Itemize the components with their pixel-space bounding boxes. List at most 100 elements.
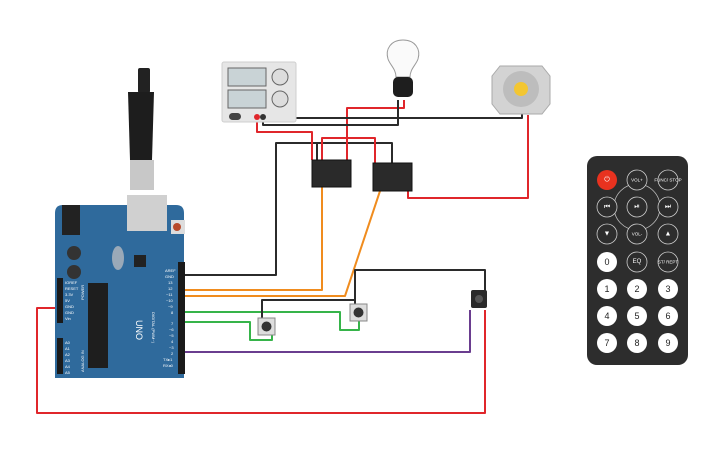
remote-button-up[interactable]: ▲ xyxy=(657,223,679,245)
remote-button-play-pause[interactable]: ⏯ xyxy=(626,196,648,218)
pin-label: Vin xyxy=(65,316,71,321)
pin-label: GND xyxy=(65,310,74,315)
remote-button-down[interactable]: ▼ xyxy=(596,223,618,245)
wire-5v-red[interactable] xyxy=(36,307,486,414)
power-switch[interactable] xyxy=(229,113,241,120)
arduino-uno[interactable]: UNO DIGITAL (PWM~) POWER ANALOG IN AREF … xyxy=(55,195,185,378)
wire-pin7-green[interactable] xyxy=(185,321,273,341)
remote-button-9[interactable]: 9 xyxy=(658,333,678,353)
pin-label: AREF xyxy=(165,268,176,273)
remote-button-5[interactable]: 5 xyxy=(627,306,647,326)
pin-label: ~10 xyxy=(166,298,174,303)
pin-label: 13 xyxy=(168,280,173,285)
relay-2[interactable] xyxy=(372,162,413,192)
pin-label: ~3 xyxy=(169,345,174,350)
wire-pin12-orange[interactable] xyxy=(185,187,323,291)
remote-button-0[interactable]: 0 xyxy=(597,252,617,272)
down-icon: ▼ xyxy=(604,231,611,238)
wire-gnd-black[interactable] xyxy=(185,142,318,276)
power-icon: ⏻ xyxy=(604,176,610,184)
wire-motor-black[interactable] xyxy=(268,112,523,119)
remote-button-label: 7 xyxy=(604,338,609,348)
remote-button-vol-[interactable]: VOL+ xyxy=(626,169,648,191)
light-bulb[interactable] xyxy=(386,39,420,97)
pin-label: GND xyxy=(65,304,74,309)
pushbutton-1[interactable] xyxy=(257,317,276,336)
ir-receiver[interactable] xyxy=(471,290,487,308)
voltage-knob[interactable] xyxy=(271,68,289,86)
pin-label: GND xyxy=(165,274,174,279)
wire-psu-red[interactable] xyxy=(256,117,313,160)
pin-label: IOREF xyxy=(65,280,78,285)
remote-button-label: FUNC/ STOP xyxy=(654,178,681,183)
remote-button-label: 8 xyxy=(634,338,639,348)
pin-label: 5V xyxy=(65,298,70,303)
pin-label: 7 xyxy=(171,321,174,326)
pin-label: 2 xyxy=(171,351,174,356)
previous-icon: ⏮ xyxy=(604,204,610,211)
wire-pin2-purple[interactable] xyxy=(185,310,471,353)
remote-button-label: ST/ REPT xyxy=(658,260,679,265)
wire-pin8-green[interactable] xyxy=(185,311,360,331)
remote-button-6[interactable]: 6 xyxy=(658,306,678,326)
analog-pin-labels: A0 A1 A2 A3 A4 A5 xyxy=(65,340,71,375)
remote-button-7[interactable]: 7 xyxy=(597,333,617,353)
wire-bulb-red[interactable] xyxy=(346,100,405,160)
remote-button-4[interactable]: 4 xyxy=(597,306,617,326)
remote-button-power[interactable]: ⏻ xyxy=(597,170,617,190)
remote-button-label: 3 xyxy=(665,284,670,294)
pin-label: A4 xyxy=(65,364,71,369)
pin-label: ~6 xyxy=(169,327,174,332)
remote-button-st-rept[interactable]: ST/ REPT xyxy=(657,251,679,273)
wire-relay-red[interactable] xyxy=(321,137,376,163)
current-knob[interactable] xyxy=(271,90,289,108)
pin-label: A0 xyxy=(65,340,71,345)
remote-button-label: 2 xyxy=(634,284,639,294)
power-label: POWER xyxy=(80,285,85,300)
power-supply[interactable] xyxy=(221,61,297,123)
dc-motor[interactable] xyxy=(491,65,551,115)
pushbutton-2[interactable] xyxy=(349,303,368,322)
remote-button-label: 6 xyxy=(665,311,670,321)
remote-button-label: 4 xyxy=(604,311,609,321)
remote-button-8[interactable]: 8 xyxy=(627,333,647,353)
pin-label: A3 xyxy=(65,358,71,363)
remote-button-3[interactable]: 3 xyxy=(658,279,678,299)
pin-label: RESET xyxy=(65,286,79,291)
remote-button-previous[interactable]: ⏮ xyxy=(596,196,618,218)
ir-remote[interactable]: ⏻ VOL+ FUNC/ STOP ⏮ ⏯ ⏭ ▼ VOL- ▲ 0 EQ ST/ REPT 1 2 3 4 5… xyxy=(587,156,688,365)
wire-ir-black[interactable] xyxy=(354,269,486,300)
wire-gnd-black-2[interactable] xyxy=(290,142,393,163)
remote-button-label: 5 xyxy=(634,311,639,321)
remote-button-eq[interactable]: EQ xyxy=(626,251,648,273)
relay-1[interactable] xyxy=(311,159,352,188)
power-pin-labels: IOREF RESET 3.3V 5V GND GND Vin xyxy=(65,280,79,321)
pin-label: 3.3V xyxy=(65,292,74,297)
remote-button-label: VOL- xyxy=(632,232,643,237)
pin-label: TX▸1 xyxy=(163,357,173,362)
remote-button-1[interactable]: 1 xyxy=(597,279,617,299)
analog-label: ANALOG IN xyxy=(80,350,85,372)
pin-label: RX◂0 xyxy=(163,363,174,368)
up-icon: ▲ xyxy=(665,231,672,238)
remote-button-func-stop[interactable]: FUNC/ STOP xyxy=(654,169,682,191)
remote-button-label: 1 xyxy=(604,284,609,294)
play-pause-icon: ⏯ xyxy=(634,204,640,211)
arduino-model-label: UNO xyxy=(134,320,144,340)
pin-label: A5 xyxy=(65,370,71,375)
pin-label: 8 xyxy=(171,310,174,315)
remote-button-next[interactable]: ⏭ xyxy=(657,196,679,218)
remote-button-label: 0 xyxy=(604,257,609,267)
remote-button-label: 9 xyxy=(665,338,670,348)
wire-button-black[interactable] xyxy=(261,299,356,318)
usb-cable xyxy=(128,68,154,190)
remote-button-vol-[interactable]: VOL- xyxy=(626,223,648,245)
digital-label: DIGITAL (PWM~) xyxy=(151,312,156,344)
wire-pin11-orange[interactable] xyxy=(185,190,381,297)
remote-button-2[interactable]: 2 xyxy=(627,279,647,299)
digital-pin-labels: AREF GND 13 12 ~11 ~10 ~9 8 7 ~6 ~5 4 ~3… xyxy=(163,268,176,368)
wire-motor-red[interactable] xyxy=(407,115,529,199)
pin-label: A1 xyxy=(65,346,71,351)
next-icon: ⏭ xyxy=(665,204,672,211)
